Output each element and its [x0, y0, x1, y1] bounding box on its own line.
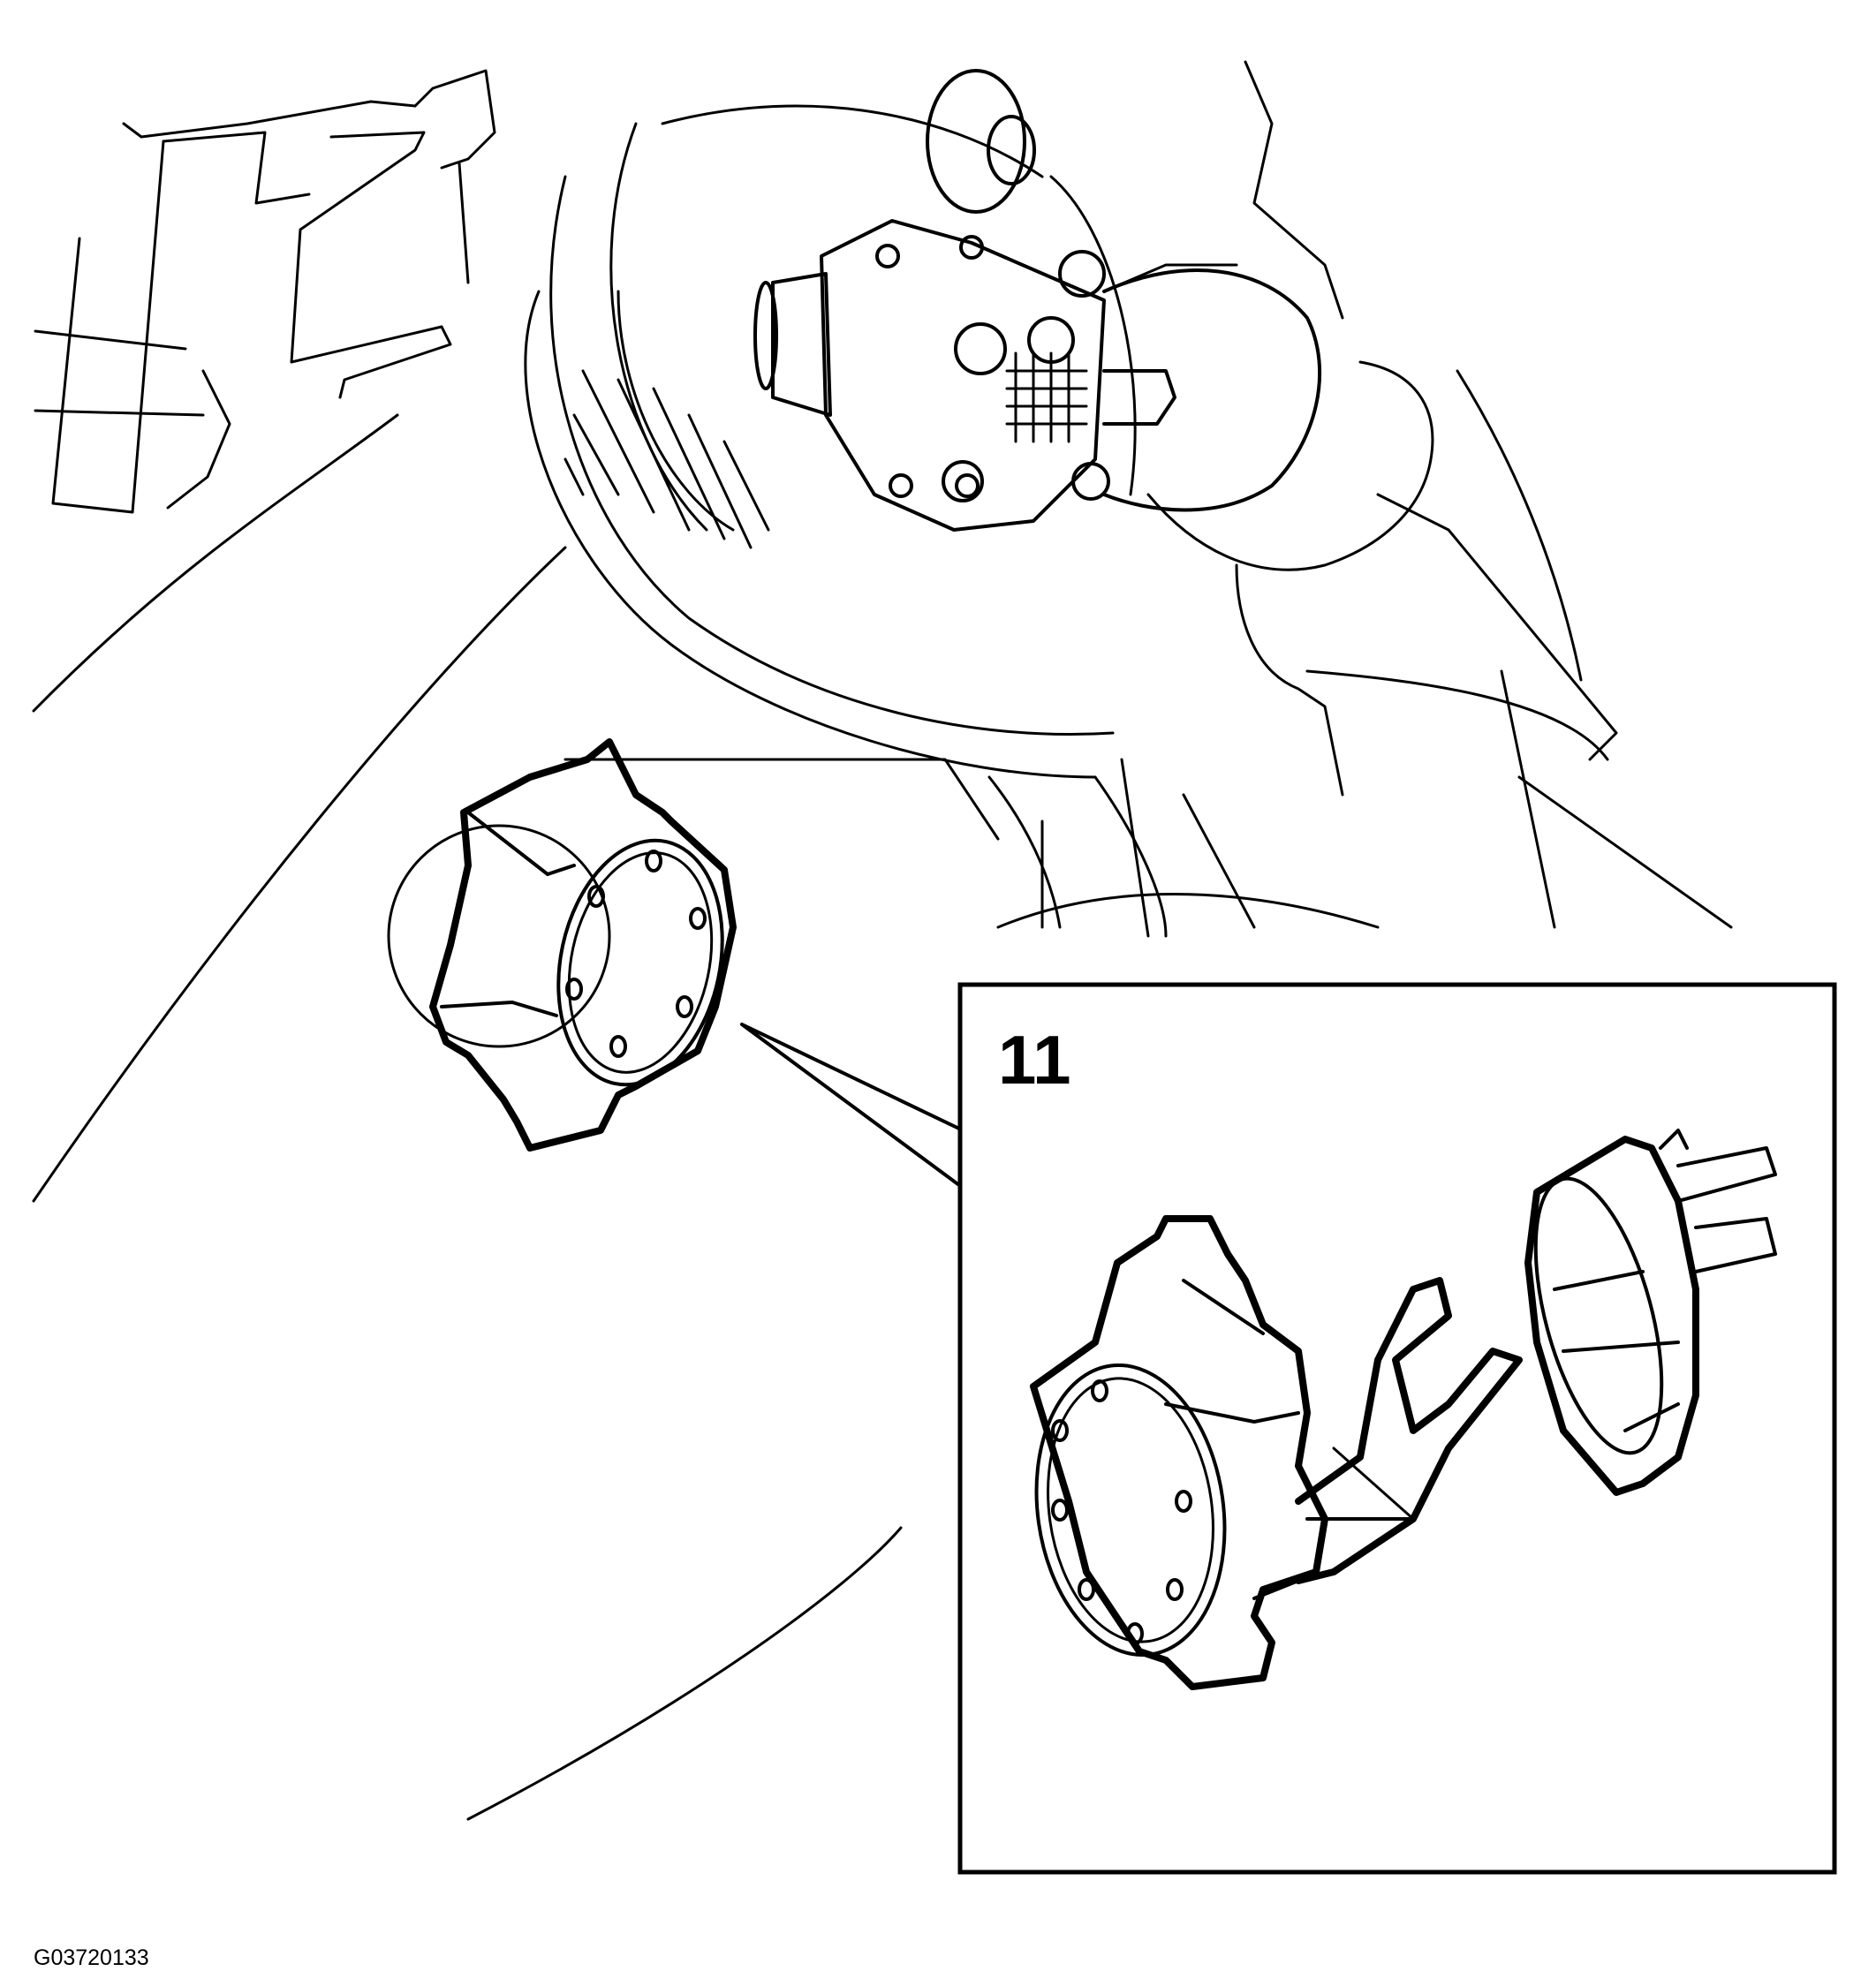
inset-spring-clip	[1252, 1277, 1523, 1600]
bulb-cap	[387, 738, 737, 1152]
bulb-holder	[753, 69, 1322, 532]
detail-inset: 11	[957, 982, 1837, 1875]
inset-cap	[1030, 1215, 1328, 1690]
inset-bulb-holder-ring	[1524, 1129, 1777, 1496]
upper-left-bracket	[34, 69, 496, 514]
callout-pointer	[740, 1023, 964, 1190]
figure-code: G03720133	[34, 1945, 149, 1970]
callout-label: 11	[998, 1021, 1070, 1099]
inset-frame	[957, 982, 1837, 1875]
headlamp-housing	[524, 60, 1733, 938]
